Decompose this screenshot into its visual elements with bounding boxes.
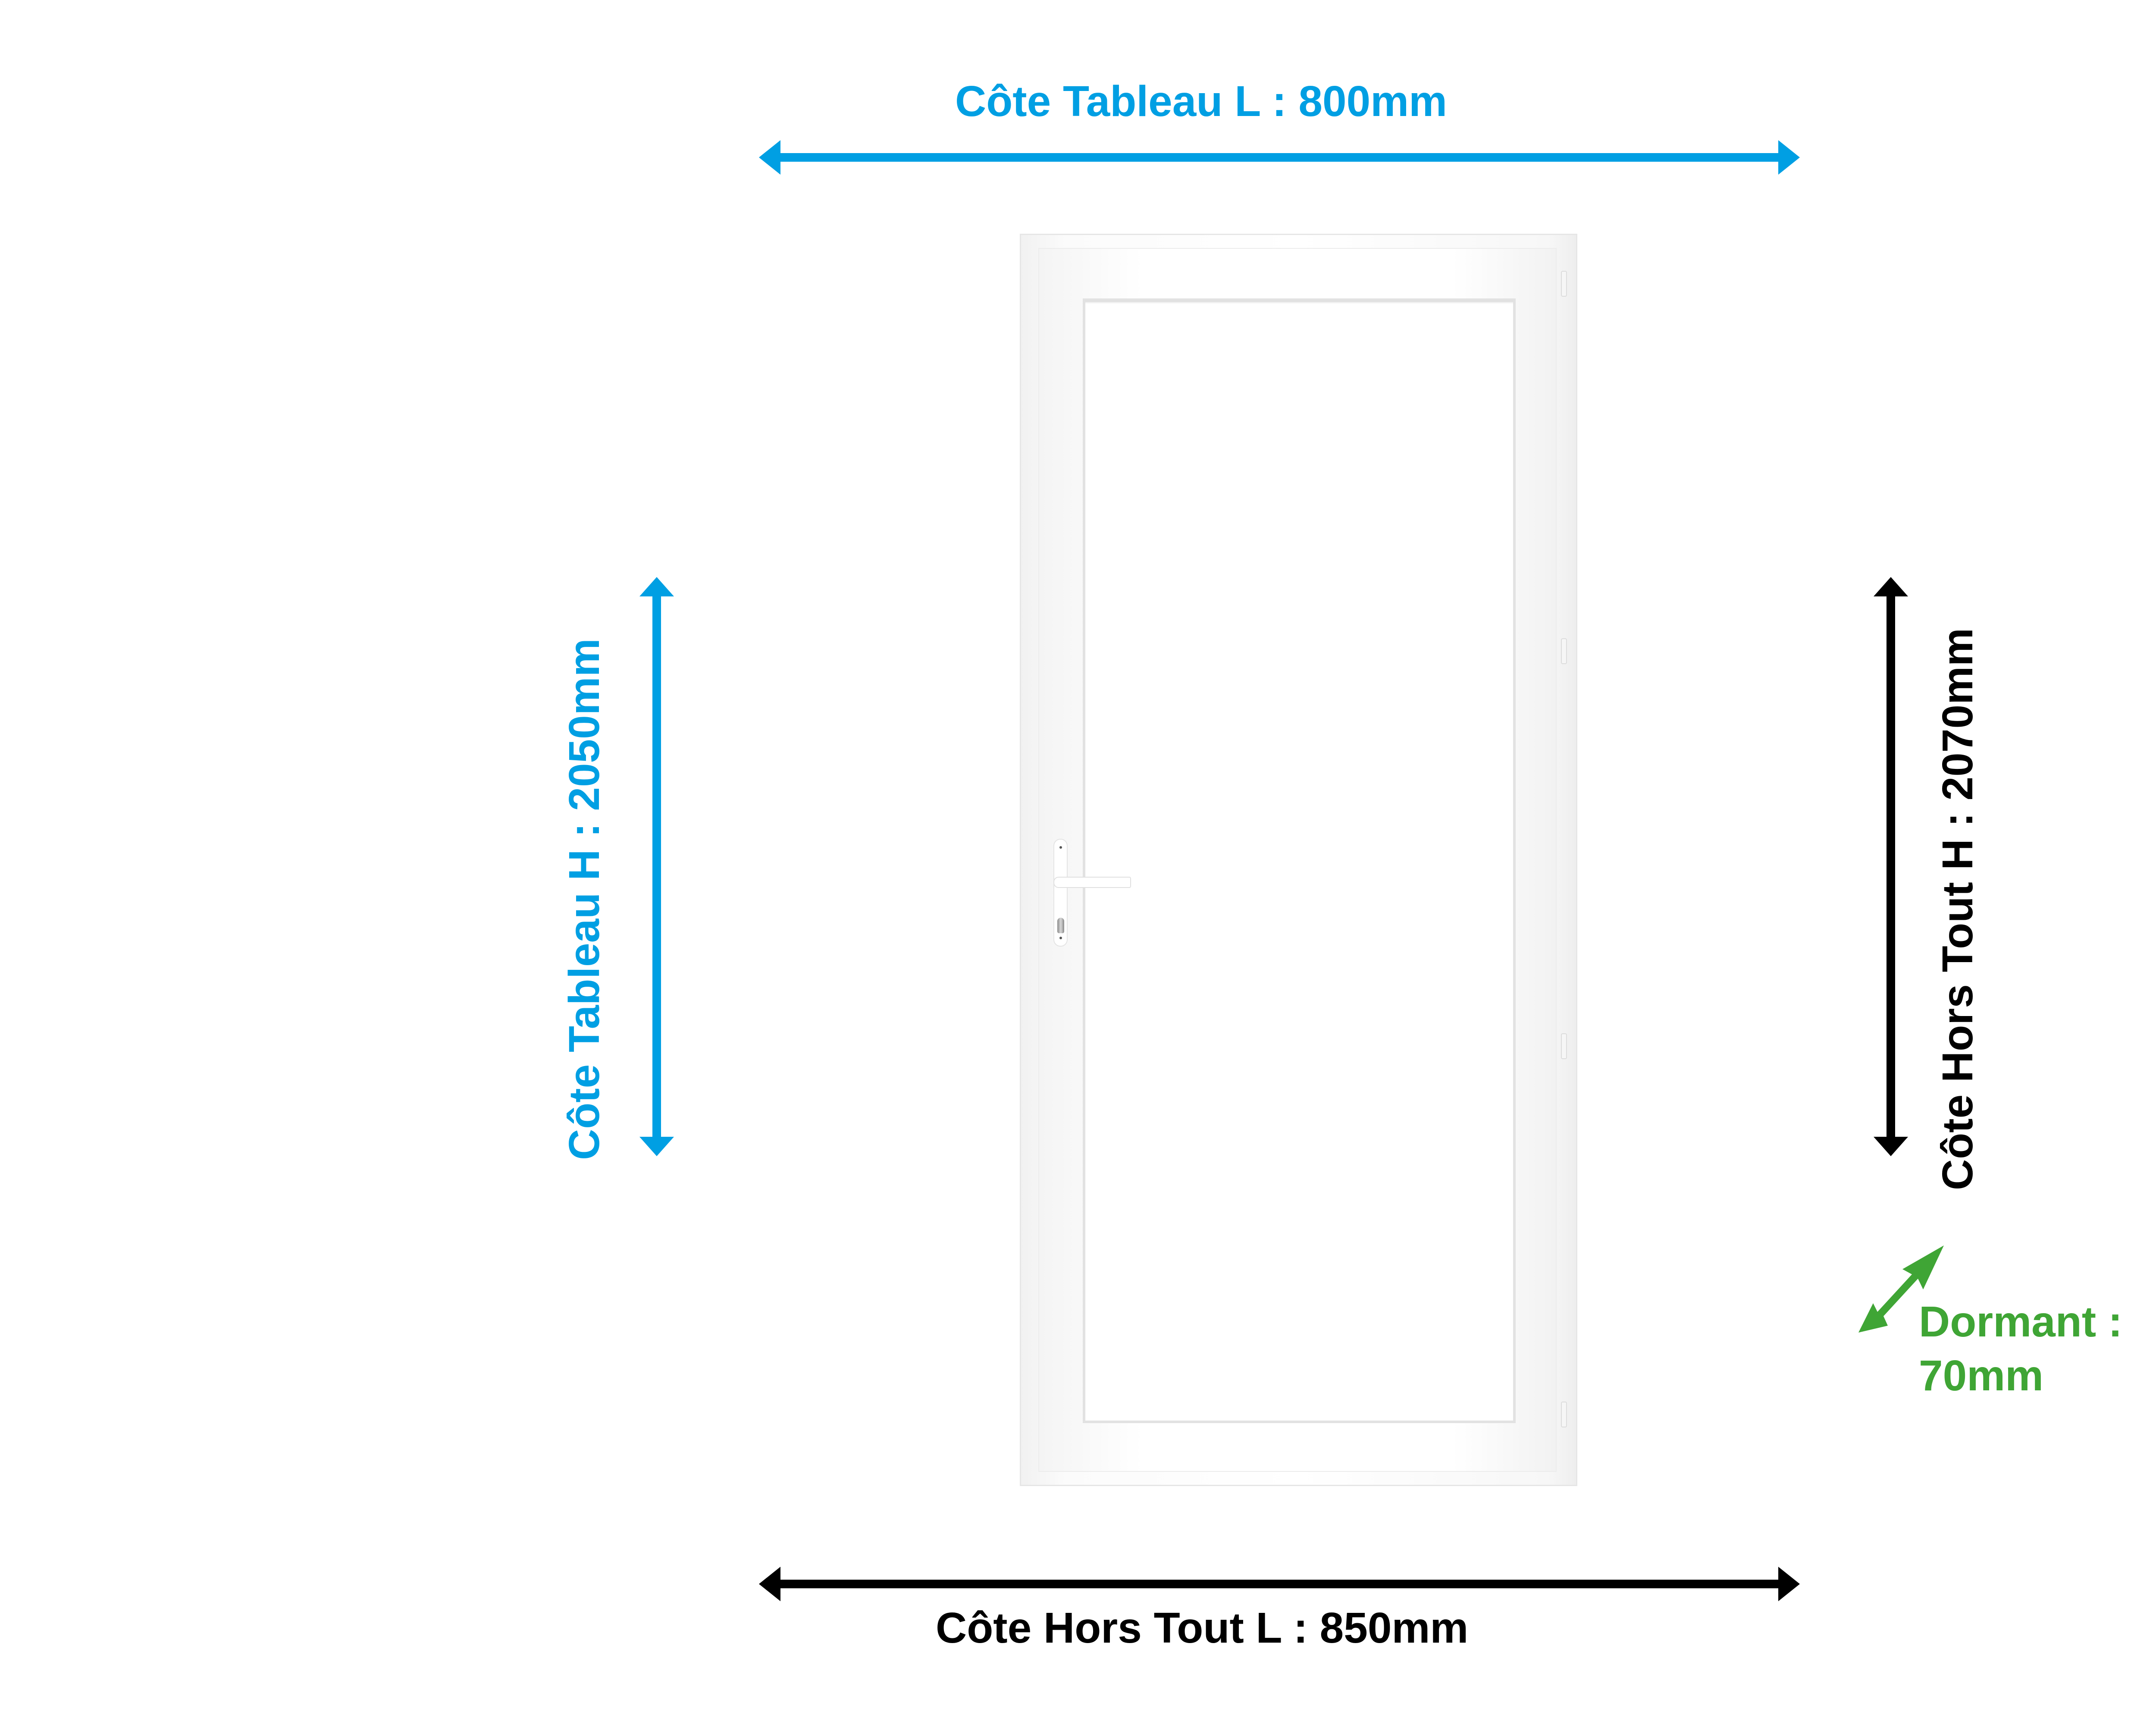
screw-icon (1059, 846, 1062, 849)
screw-icon (1059, 937, 1062, 939)
dormant-label-line1: Dormant : (1919, 1298, 2123, 1346)
lock-cylinder-icon (1057, 918, 1064, 933)
door-handle-plate (1053, 839, 1068, 947)
hinge-icon (1561, 1402, 1567, 1427)
dormant-double-arrow-icon (1858, 1245, 1944, 1333)
hinge-icon (1561, 271, 1567, 297)
hors-tout-width-double-arrow-icon (759, 1567, 1800, 1601)
hors-tout-width-label: Côte Hors Tout L : 850mm (936, 1604, 1469, 1652)
dormant-label-line2: 70mm (1919, 1352, 2044, 1400)
door-glass-panel (1083, 298, 1516, 1423)
hinge-icon (1561, 1033, 1567, 1059)
tableau-width-double-arrow-icon (759, 140, 1800, 175)
hors-tout-height-label: Côte Hors Tout H : 2070mm (1934, 628, 1982, 1190)
tableau-height-double-arrow-icon (639, 577, 674, 1156)
tableau-width-label: Côte Tableau L : 800mm (955, 77, 1448, 125)
tableau-height-label: Côte Tableau H : 2050mm (560, 638, 608, 1160)
door-handle-lever (1053, 877, 1131, 888)
hors-tout-height-double-arrow-icon (1874, 577, 1908, 1156)
hinge-icon (1561, 638, 1567, 664)
